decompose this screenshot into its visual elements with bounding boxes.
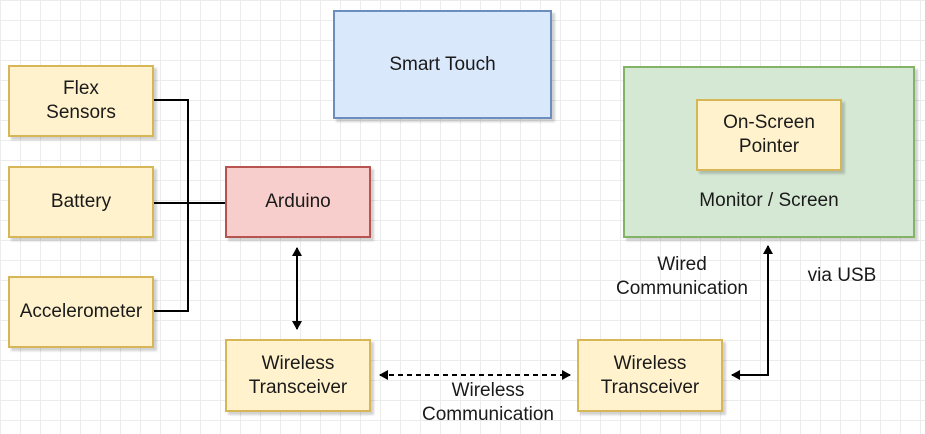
- via-usb-label: via USB: [807, 265, 877, 286]
- wired-communication-label: Wired Communication: [616, 254, 748, 299]
- flex-sensors-wire: [153, 99, 189, 203]
- flex-sensors-box: Flex Sensors: [8, 65, 154, 137]
- monitor-label: Monitor / Screen: [699, 190, 839, 211]
- monitor-box: Monitor / Screen: [623, 66, 915, 238]
- wireless-communication-label: Wireless Communication: [422, 380, 554, 425]
- wireless-transceiver-right-box: Wireless Transceiver: [577, 339, 723, 412]
- battery-box: Battery: [8, 166, 154, 238]
- arduino-box: Arduino: [225, 166, 371, 238]
- usb-link-arrow: [731, 245, 773, 380]
- accelerometer-wire: [153, 203, 189, 312]
- on-screen-pointer-box: On-Screen Pointer: [696, 99, 842, 171]
- wireless-transceiver-left-box: Wireless Transceiver: [225, 339, 371, 412]
- accelerometer-box: Accelerometer: [8, 276, 154, 348]
- smart-touch-box: Smart Touch: [333, 10, 552, 119]
